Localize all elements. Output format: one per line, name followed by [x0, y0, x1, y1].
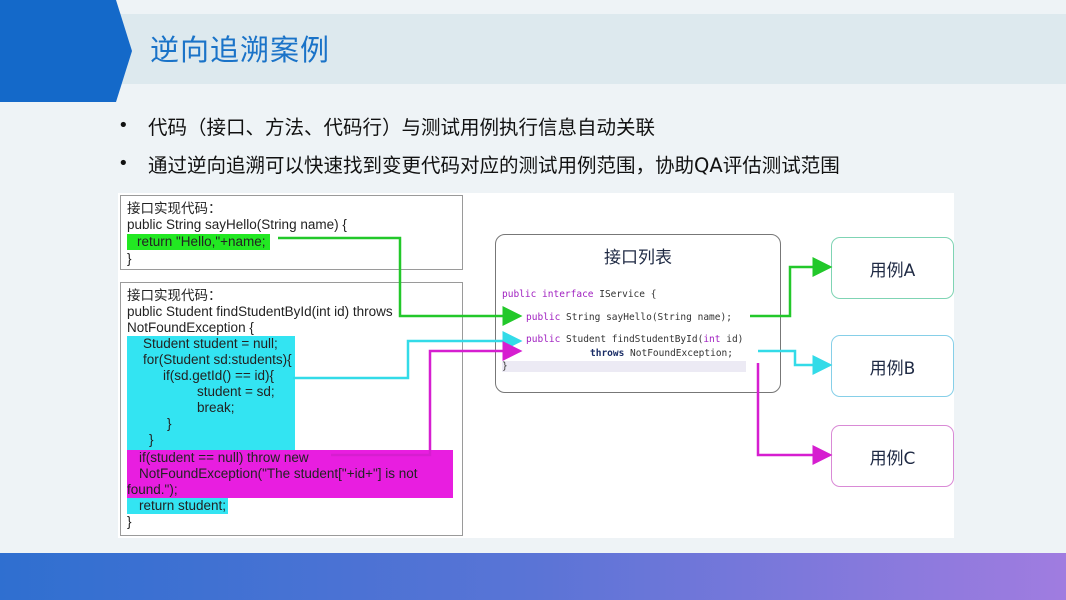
keyword: public — [526, 312, 561, 323]
code-text: String sayHello(String name); — [560, 312, 732, 323]
page-title: 逆向追溯案例 — [150, 33, 331, 67]
bullet-item: • 通过逆向追溯可以快速找到变更代码对应的测试用例范围，协助QA评估测试范围 — [118, 144, 840, 182]
bullet-marker: • — [118, 152, 129, 174]
code-line: } — [167, 416, 172, 431]
method-throws: throws NotFoundException; — [590, 348, 733, 359]
trace-figure: 接口实现代码： public String sayHello(String na… — [118, 193, 954, 538]
interface-list-title: 接口列表 — [604, 248, 672, 268]
code-line: Student student = null; — [143, 336, 278, 351]
code-text: NotFoundException; — [624, 348, 733, 359]
bullet-item: • 代码（接口、方法、代码行）与测试用例执行信息自动关联 — [118, 106, 840, 144]
code-line: 接口实现代码： — [127, 288, 222, 303]
method-say-hello: public String sayHello(String name); — [526, 312, 732, 323]
bullet-text: 代码（接口、方法、代码行）与测试用例执行信息自动关联 — [148, 115, 656, 139]
test-case-b[interactable]: 用例B — [831, 335, 954, 397]
code-line: } — [149, 432, 154, 447]
method-find-student: public Student findStudentById(int id) — [526, 334, 743, 345]
code-line: public Student findStudentById(int id) t… — [127, 304, 393, 319]
code-line: student = sd; — [197, 384, 275, 399]
code-line-highlighted: return student; — [127, 498, 229, 514]
bullet-list: • 代码（接口、方法、代码行）与测试用例执行信息自动关联 • 通过逆向追溯可以快… — [118, 106, 840, 182]
title-bar — [0, 14, 1066, 84]
bottom-gradient-bar — [0, 553, 1066, 600]
code-text: IService { — [593, 289, 657, 300]
highlight-block-magenta — [127, 450, 453, 498]
code-line: break; — [197, 400, 235, 415]
keyword: public interface — [502, 289, 594, 300]
code-box-say-hello: 接口实现代码： public String sayHello(String na… — [120, 195, 463, 270]
keyword: public — [526, 334, 561, 345]
keyword: int — [703, 334, 721, 345]
interface-close: } — [502, 361, 746, 372]
code-line: NotFoundException { — [127, 320, 254, 335]
code-box-find-student: 接口实现代码： public Student findStudentById(i… — [120, 282, 463, 536]
interface-list-box: 接口列表 public interface IService { public … — [495, 234, 781, 393]
code-line: if(student == null) throw new — [139, 450, 309, 465]
code-line-highlighted: return "Hello,"+name; — [127, 234, 270, 250]
interface-decl: public interface IService { — [502, 289, 656, 300]
bullet-text: 通过逆向追溯可以快速找到变更代码对应的测试用例范围，协助QA评估测试范围 — [148, 153, 840, 177]
code-line: if(sd.getId() == id){ — [163, 368, 275, 383]
bullet-marker: • — [118, 114, 129, 136]
highlight-block-cyan — [127, 336, 295, 450]
test-case-c[interactable]: 用例C — [831, 425, 954, 487]
code-line: NotFoundException("The student["+id+"] i… — [139, 466, 418, 481]
test-case-a[interactable]: 用例A — [831, 237, 954, 299]
code-text: Student findStudentById( — [560, 334, 704, 345]
code-line: } — [127, 514, 132, 529]
code-line: public String sayHello(String name) { — [127, 217, 347, 232]
title-accent-shape — [0, 0, 132, 102]
code-line: } — [127, 251, 132, 266]
code-line: for(Student sd:students){ — [143, 352, 292, 367]
code-line: found."); — [127, 482, 178, 497]
keyword: throws — [590, 348, 625, 359]
code-line: 接口实现代码： — [127, 201, 222, 216]
code-text: id) — [720, 334, 744, 345]
